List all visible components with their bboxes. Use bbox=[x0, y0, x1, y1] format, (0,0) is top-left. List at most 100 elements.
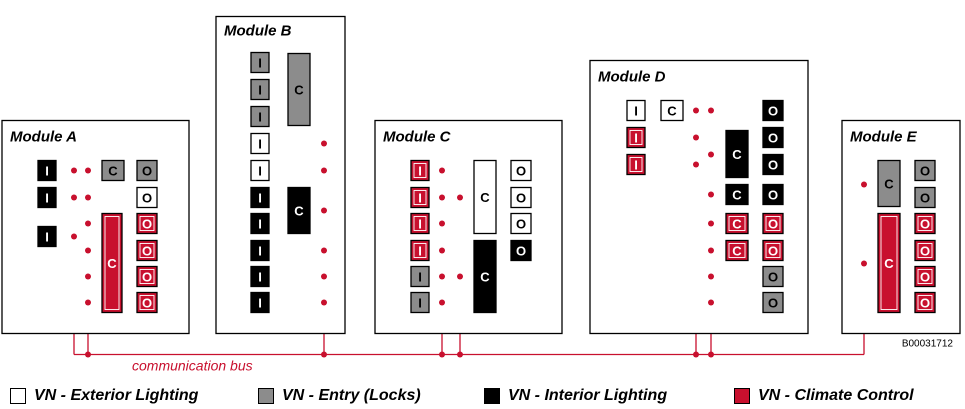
bus-junctions bbox=[71, 107, 867, 358]
controller-block: C bbox=[725, 212, 749, 235]
svg-text:O: O bbox=[920, 191, 930, 206]
svg-text:C: C bbox=[732, 188, 742, 203]
svg-text:I: I bbox=[258, 244, 262, 259]
svg-text:I: I bbox=[418, 296, 422, 311]
svg-text:O: O bbox=[768, 104, 778, 119]
svg-text:I: I bbox=[634, 131, 638, 146]
controller-block: C bbox=[287, 52, 311, 127]
svg-text:I: I bbox=[258, 164, 262, 179]
controller-block: C bbox=[101, 212, 123, 314]
legend-swatch-entry bbox=[258, 388, 274, 404]
svg-text:O: O bbox=[516, 164, 526, 179]
input-block: I bbox=[250, 212, 270, 235]
svg-text:O: O bbox=[768, 296, 778, 311]
controller-block: C bbox=[725, 183, 749, 206]
svg-text:I: I bbox=[634, 104, 638, 119]
input-block: I bbox=[626, 126, 646, 149]
svg-text:C: C bbox=[294, 204, 304, 219]
legend-swatch-exterior bbox=[10, 388, 26, 404]
svg-text:O: O bbox=[516, 217, 526, 232]
bus-junction bbox=[85, 351, 91, 358]
output-block: O bbox=[914, 186, 936, 209]
legend-swatch-interior bbox=[484, 388, 500, 404]
bus-junction bbox=[439, 351, 445, 358]
bus-junction bbox=[85, 299, 91, 306]
legend-swatch-climate bbox=[734, 388, 750, 404]
input-block: I bbox=[37, 186, 57, 209]
svg-text:I: I bbox=[634, 158, 638, 173]
output-block: O bbox=[914, 159, 936, 182]
output-block: O bbox=[136, 212, 158, 235]
output-block: O bbox=[762, 265, 784, 288]
module-b: Module B bbox=[215, 15, 346, 335]
output-block: O bbox=[510, 186, 532, 209]
bus-junction bbox=[861, 181, 867, 188]
legend-item-climate: VN - Climate Control bbox=[734, 386, 914, 406]
output-block: O bbox=[914, 265, 936, 288]
module-title: Module E bbox=[850, 129, 918, 146]
bus-junction bbox=[321, 167, 327, 174]
svg-text:O: O bbox=[768, 188, 778, 203]
svg-text:O: O bbox=[142, 191, 152, 206]
output-block: O bbox=[762, 126, 784, 149]
module-title: Module B bbox=[224, 23, 292, 40]
input-block: I bbox=[250, 291, 270, 314]
bus-junction bbox=[439, 220, 445, 227]
input-block: I bbox=[410, 212, 430, 235]
bus-junction bbox=[708, 299, 714, 306]
svg-text:O: O bbox=[142, 244, 152, 259]
svg-text:I: I bbox=[258, 56, 262, 71]
legend-label-climate: VN - Climate Control bbox=[758, 387, 914, 404]
svg-text:C: C bbox=[732, 217, 742, 232]
bus-junction bbox=[708, 191, 714, 198]
svg-text:O: O bbox=[920, 164, 930, 179]
bus-junction bbox=[457, 351, 463, 358]
input-block: I bbox=[626, 99, 646, 122]
output-block: O bbox=[136, 159, 158, 182]
bus-junction bbox=[85, 273, 91, 280]
output-block: O bbox=[762, 239, 784, 262]
svg-text:O: O bbox=[768, 217, 778, 232]
bus-junction bbox=[85, 220, 91, 227]
bus-junction bbox=[457, 194, 463, 201]
svg-text:C: C bbox=[480, 270, 490, 285]
module-title: Module D bbox=[598, 69, 666, 86]
input-block: I bbox=[410, 159, 430, 182]
bus-junction bbox=[708, 247, 714, 254]
svg-text:C: C bbox=[108, 164, 118, 179]
input-block: I bbox=[250, 132, 270, 155]
bus-junction bbox=[85, 194, 91, 201]
svg-text:I: I bbox=[418, 164, 422, 179]
svg-text:O: O bbox=[142, 296, 152, 311]
svg-text:I: I bbox=[258, 137, 262, 152]
bus-junction bbox=[693, 107, 699, 114]
module-c: Module C bbox=[374, 119, 563, 335]
svg-text:O: O bbox=[920, 270, 930, 285]
output-block: O bbox=[762, 99, 784, 122]
output-block: O bbox=[136, 265, 158, 288]
input-block: I bbox=[250, 105, 270, 128]
legend-item-exterior: VN - Exterior Lighting bbox=[10, 386, 198, 406]
input-block: I bbox=[250, 239, 270, 262]
svg-text:I: I bbox=[258, 270, 262, 285]
input-block: I bbox=[250, 186, 270, 209]
legend-label-exterior: VN - Exterior Lighting bbox=[34, 387, 199, 404]
legend-item-interior: VN - Interior Lighting bbox=[484, 386, 667, 406]
input-block: I bbox=[250, 78, 270, 101]
bus-junction bbox=[321, 247, 327, 254]
bus-junction bbox=[439, 167, 445, 174]
svg-text:I: I bbox=[258, 217, 262, 232]
svg-text:C: C bbox=[667, 104, 677, 119]
svg-text:C: C bbox=[294, 83, 304, 98]
bus-junction bbox=[321, 207, 327, 214]
controller-block: C bbox=[473, 159, 497, 235]
output-block: O bbox=[510, 212, 532, 235]
input-block: I bbox=[250, 265, 270, 288]
svg-text:O: O bbox=[516, 191, 526, 206]
svg-text:O: O bbox=[768, 244, 778, 259]
bus-junction bbox=[85, 247, 91, 254]
bus-junction bbox=[708, 107, 714, 114]
controller-block: C bbox=[725, 239, 749, 262]
